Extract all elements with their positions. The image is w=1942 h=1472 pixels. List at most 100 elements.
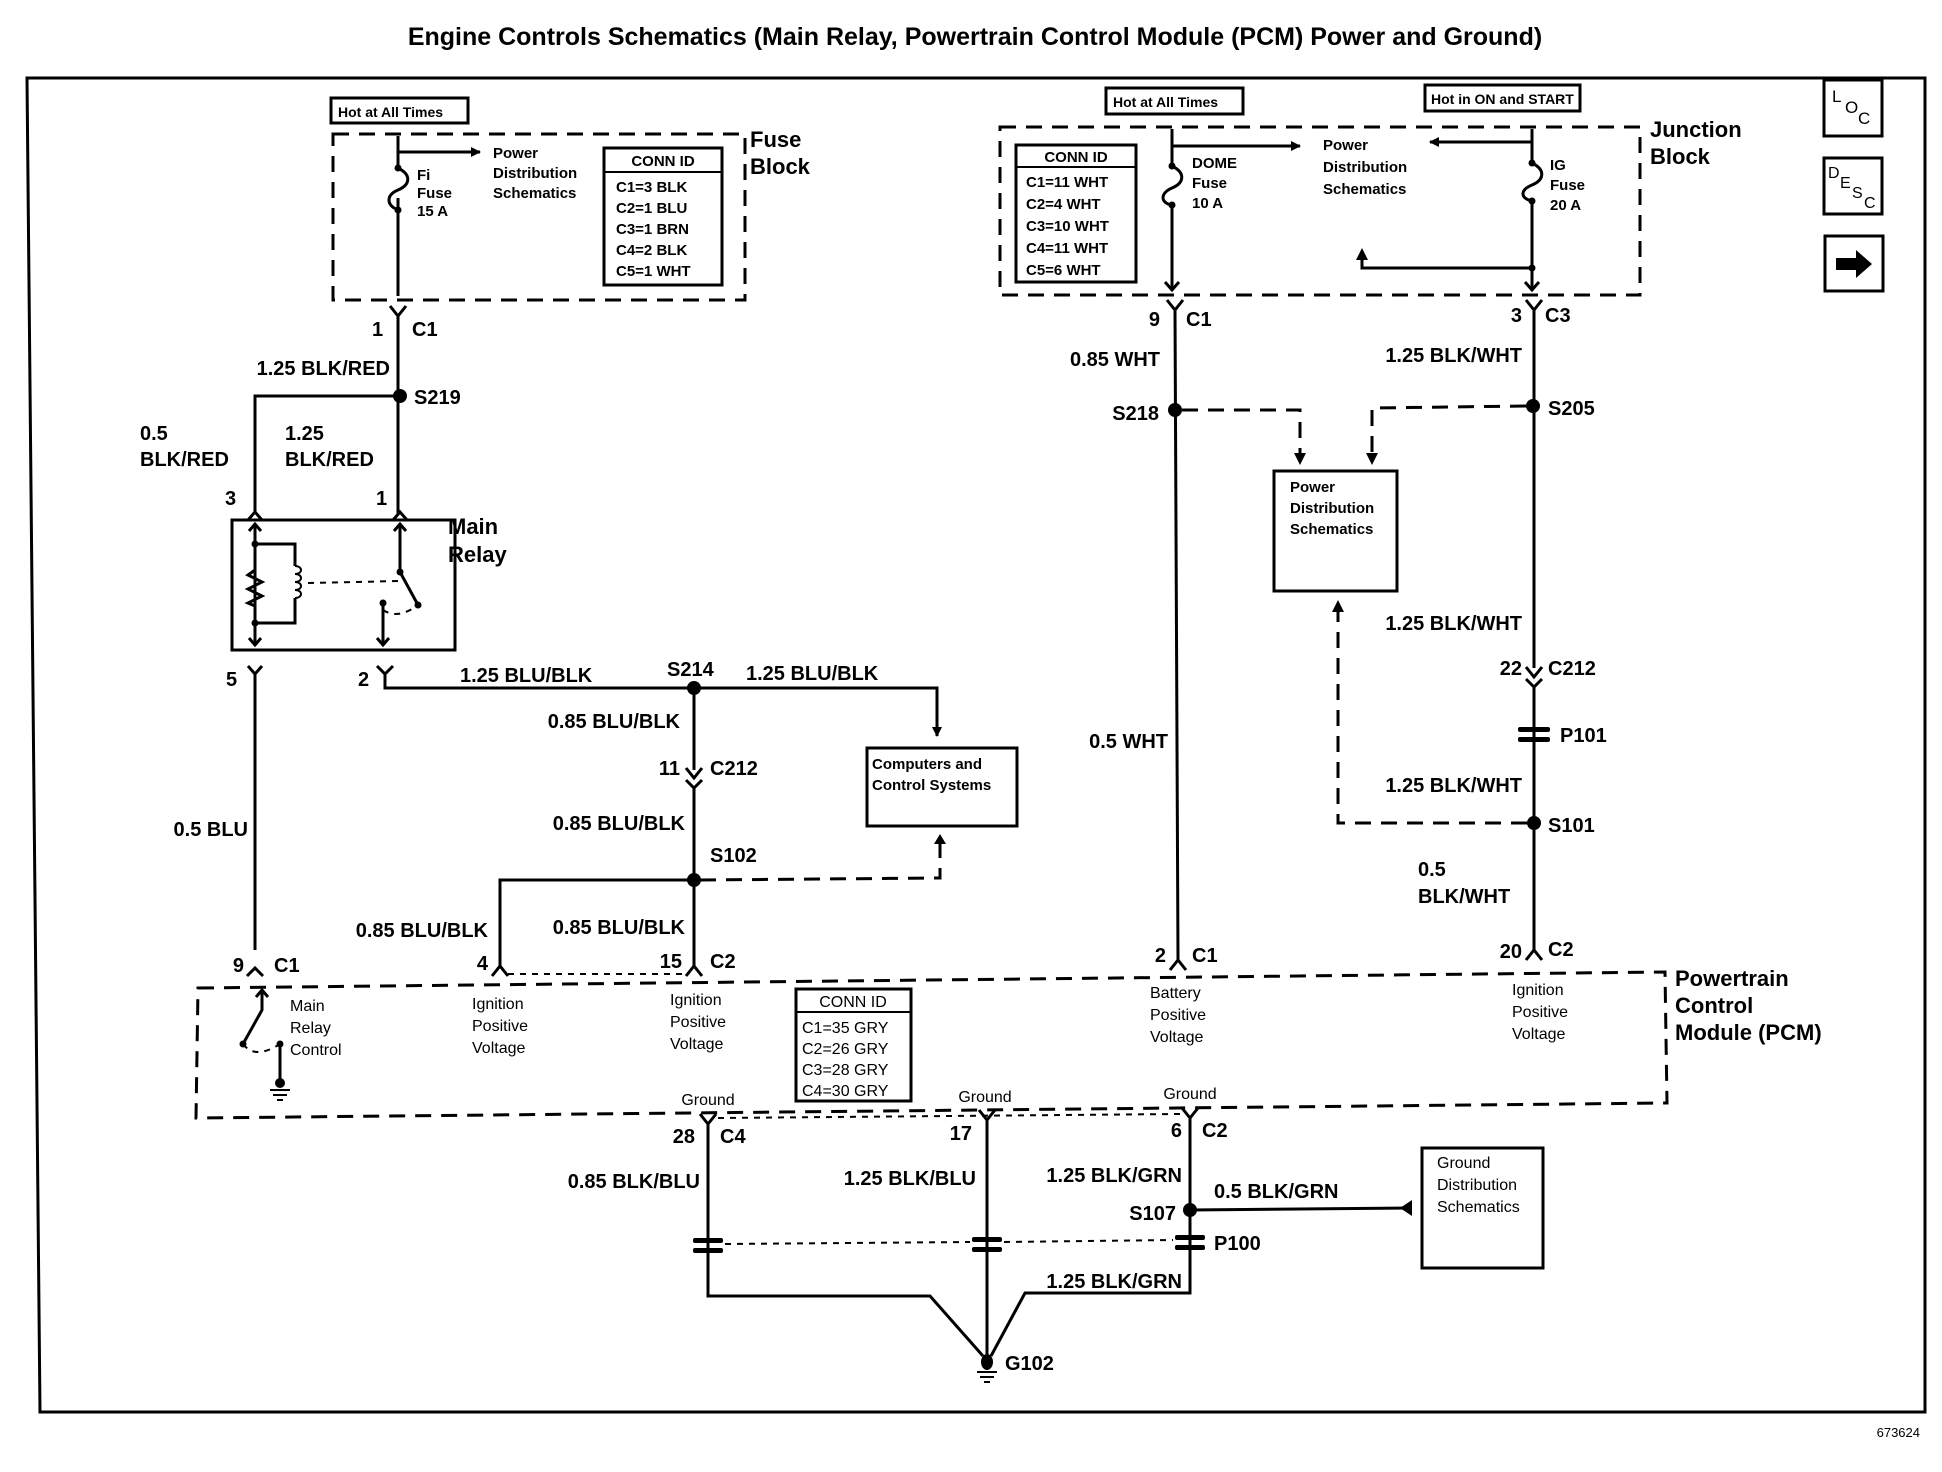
relay-top-connectors (246, 509, 409, 521)
wire-dome-to-pcm (1165, 299, 1185, 961)
dome-fuse-rating: 10 A (1192, 195, 1223, 212)
relay-pin-5: 5 (226, 669, 237, 691)
computers-control-box: Computers and Control Systems (865, 746, 1019, 828)
pcm-ground-link (717, 1113, 1181, 1119)
dome-fuse-wire (1163, 129, 1181, 293)
splice-label: S101 (1548, 815, 1595, 837)
fuse-block-conn-id-table: CONN ID C1=3 BLK C2=1 BLU C3=1 BRN C4=2 … (602, 146, 724, 287)
fi-fuse-rating: 15 A (417, 203, 448, 220)
wire-label: 0.5 WHT (1089, 731, 1168, 753)
pass-through-p101 (1518, 727, 1550, 742)
power-distribution-box: Power Distribution Schematics (1272, 469, 1399, 593)
loc-button[interactable]: L O C (1822, 78, 1884, 138)
pds-box-text-3: Schematics (1290, 521, 1373, 538)
pcm-pin-number: 15 (660, 951, 682, 973)
wire-label: 0.5 BLU (174, 819, 248, 841)
arrow-up-icon (1356, 248, 1368, 260)
conn-id-title: CONN ID (1044, 149, 1108, 166)
pcm-pin-desc: Voltage (1512, 1026, 1565, 1043)
desc-letter-s: S (1852, 185, 1863, 202)
pcm-pin-number: 9 (233, 955, 244, 977)
fuse-block-label: Fuse (750, 127, 801, 152)
c212-pin-11: 11 (659, 758, 680, 780)
splice-s205 (1526, 399, 1540, 413)
pcm-connector-label: C1 (1192, 945, 1218, 967)
pcm-pin-9-connector (245, 965, 265, 978)
wire-s102-to-computers (699, 840, 942, 882)
pcm-main-relay-control-switch (239, 987, 290, 1101)
junction-block-outline (998, 125, 1642, 297)
c1-connector-label: C1 (412, 319, 438, 341)
junction-block-label-2: Block (1650, 144, 1711, 169)
computers-box-text-2: Control Systems (872, 777, 991, 794)
dome-fuse-word: Fuse (1192, 175, 1227, 192)
jb-c3-connector-label: C3 (1545, 305, 1571, 327)
pcm-pin-desc: Battery (1150, 985, 1201, 1002)
fi-ref-text-1: Power (493, 145, 538, 162)
pds-box-text-2: Distribution (1290, 500, 1374, 517)
ig-fuse-wire (1523, 129, 1541, 293)
splice-label: S205 (1548, 398, 1595, 420)
ig-fuse-word: Fuse (1550, 177, 1585, 194)
pcm-pin-desc: Voltage (472, 1040, 525, 1057)
dome-fuse-name: DOME (1192, 155, 1237, 172)
relay-pin-2: 2 (358, 669, 369, 691)
conn-id-row: C2=1 BLU (616, 200, 687, 217)
splice-label: S219 (414, 387, 461, 409)
wire-s218-to-pds (1182, 408, 1302, 455)
pcm-conn-id-table: CONN ID C1=35 GRY C2=26 GRY C3=28 GRY C4… (794, 987, 913, 1103)
junction-block-label: Junction (1650, 117, 1742, 142)
loc-letter-c: C (1858, 109, 1870, 128)
jb-c1-pin: 9 (1149, 309, 1160, 331)
arrow-up-icon (934, 834, 946, 844)
wire-s205-to-pds (1370, 404, 1527, 455)
p100-label: P100 (1214, 1233, 1261, 1255)
loc-letter-o: O (1845, 98, 1858, 117)
pcm-pin-desc: Voltage (1150, 1029, 1203, 1046)
hot-at-all-times-tag (1104, 86, 1245, 116)
wire-ig-to-pcm (1524, 299, 1544, 950)
pcm-pin-desc: Positive (670, 1014, 726, 1031)
hot-in-on-start-tag (1423, 83, 1582, 113)
wire-label: 1.25 BLU/BLK (460, 665, 593, 687)
pcm-pin-desc: Positive (1512, 1004, 1568, 1021)
wire-s101-to-pds (1336, 610, 1527, 825)
wire-label: BLK/RED (285, 449, 374, 471)
figure-id: 673624 (1877, 1425, 1920, 1440)
desc-letter-e: E (1840, 175, 1851, 192)
p101-label: P101 (1560, 725, 1607, 747)
wire-label: 0.85 BLU/BLK (553, 813, 686, 835)
ig-return-wire (1360, 256, 1532, 270)
conn-id-row: C5=1 WHT (616, 263, 691, 280)
conn-id-row: C4=2 BLK (616, 242, 687, 259)
next-button[interactable] (1823, 234, 1885, 293)
pcm-pin-desc: Main (290, 998, 325, 1015)
pcm-connector-label: C4 (720, 1126, 746, 1148)
pass-through-p100 (693, 1235, 1205, 1253)
wire-s219-to-relay-3 (253, 394, 400, 512)
fi-fuse-word: Fuse (417, 185, 452, 202)
relay-pin-3: 3 (225, 488, 236, 510)
hot-in-on-start-text: Hot in ON and START (1431, 91, 1574, 107)
conn-id-row: C1=11 WHT (1026, 174, 1108, 191)
jb-c1-connector-label: C1 (1186, 309, 1212, 331)
pcm-ground-label: Ground (1163, 1086, 1216, 1103)
arrow-up-icon (1332, 600, 1344, 612)
relay-pin-1: 1 (376, 488, 387, 510)
wire-label: 0.85 BLU/BLK (553, 917, 686, 939)
pcm-connector-label: C2 (1202, 1120, 1228, 1142)
wire-label: 0.5 (140, 423, 168, 445)
wire-label: 0.5 BLK/GRN (1214, 1181, 1338, 1203)
pcm-label-3: Module (PCM) (1675, 1020, 1822, 1045)
desc-button[interactable]: D E S C (1822, 156, 1884, 216)
arrow-down-icon (1294, 453, 1306, 465)
ground-g102-icon (977, 1354, 997, 1383)
conn-id-row: C1=35 GRY (802, 1020, 889, 1037)
pcm-pin-desc: Ignition (1512, 982, 1564, 999)
main-relay-label: Main (448, 514, 498, 539)
pcm-pin-number: 2 (1155, 945, 1166, 967)
wire-label: 0.85 WHT (1070, 349, 1160, 371)
wire-label: 0.85 BLU/BLK (548, 711, 681, 733)
hot-at-all-times-text: Hot at All Times (338, 104, 443, 120)
pcm-pin-desc: Ignition (670, 992, 722, 1009)
